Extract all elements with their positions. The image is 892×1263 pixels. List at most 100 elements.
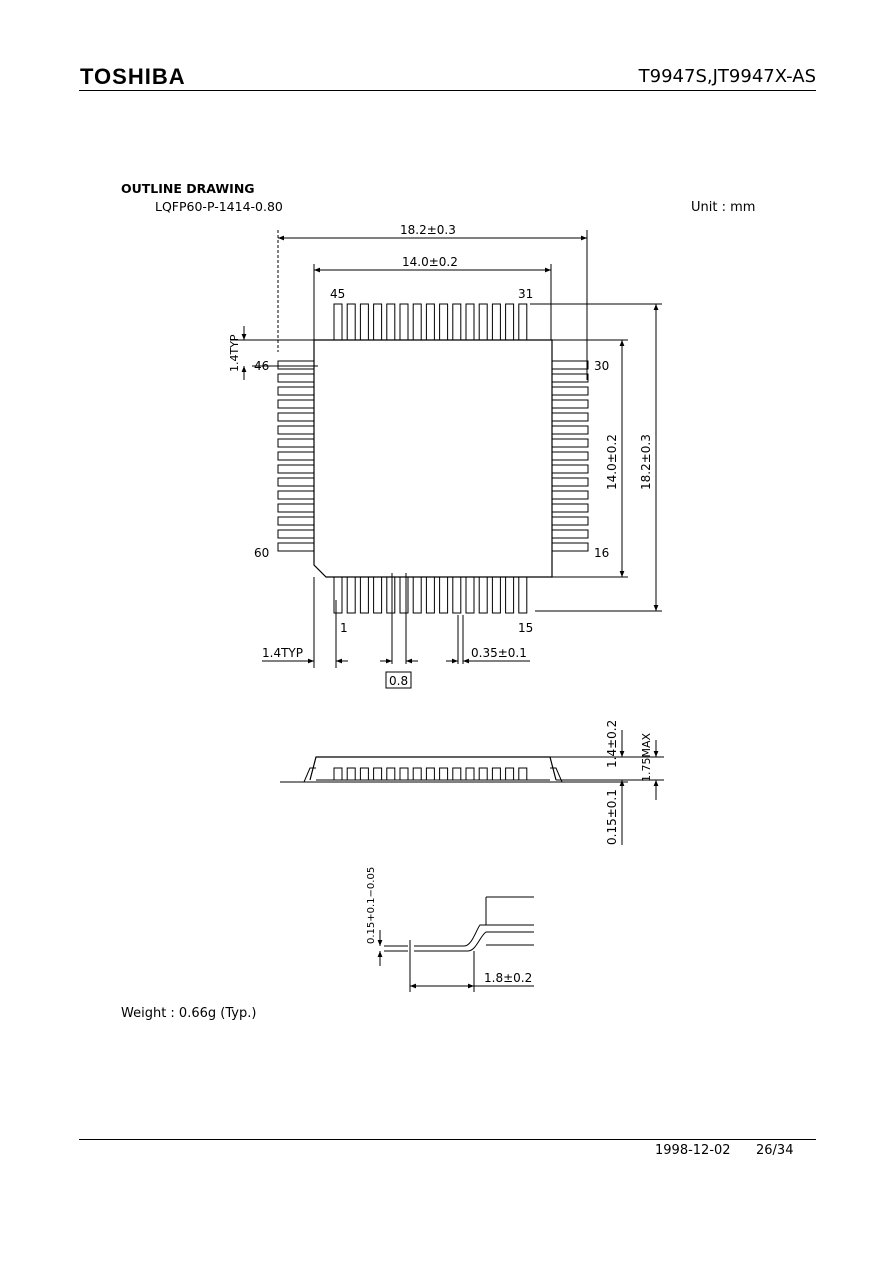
dim-lead-pitch-bottom: 1.4TYP	[262, 646, 303, 660]
lead	[505, 767, 515, 781]
lead	[551, 438, 589, 448]
lead	[439, 767, 449, 781]
lead	[439, 303, 449, 341]
lead	[412, 303, 422, 341]
footer-page: 26/34	[756, 1143, 794, 1158]
dim-lead-width: 0.35±0.1	[471, 646, 527, 660]
lead	[551, 386, 589, 396]
top-leads	[333, 303, 528, 341]
lead	[551, 490, 589, 500]
lead	[399, 767, 409, 781]
lead	[333, 576, 343, 614]
unit-label: Unit : mm	[691, 200, 756, 215]
lead	[518, 303, 528, 341]
lead	[505, 576, 515, 614]
side-leads	[333, 767, 528, 781]
dim-body-height: 14.0±0.2	[605, 434, 619, 490]
lead	[277, 490, 315, 500]
pin-45-label: 45	[330, 287, 345, 301]
lead	[491, 576, 501, 614]
footer-date: 1998-12-02	[655, 1143, 731, 1158]
right-leads	[551, 360, 589, 552]
lead	[452, 303, 462, 341]
lead	[478, 576, 488, 614]
lead	[518, 767, 528, 781]
lead	[346, 303, 356, 341]
pin-1-label: 1	[340, 621, 348, 635]
lead	[425, 767, 435, 781]
lead	[277, 425, 315, 435]
lead	[277, 477, 315, 487]
lead-detail	[377, 896, 534, 992]
lead	[277, 503, 315, 513]
dim-body-width: 14.0±0.2	[402, 255, 458, 269]
bottom-leads	[333, 576, 528, 614]
pin-30-label: 30	[594, 359, 609, 373]
header-rule	[79, 90, 816, 91]
lead	[551, 373, 589, 383]
package-body	[313, 339, 553, 578]
dim-lead-thickness: 0.15+0.1−0.05	[366, 867, 377, 944]
pitch-box	[385, 671, 412, 689]
lead	[465, 767, 475, 781]
lead	[359, 767, 369, 781]
lead	[412, 767, 422, 781]
lead	[491, 767, 501, 781]
lead	[439, 576, 449, 614]
lead	[277, 451, 315, 461]
lead	[277, 542, 315, 552]
section-title: OUTLINE DRAWING	[121, 181, 255, 196]
lead	[277, 529, 315, 539]
lead	[478, 767, 488, 781]
side-view	[280, 730, 664, 845]
lead	[277, 412, 315, 422]
lead	[551, 360, 589, 370]
lead	[518, 576, 528, 614]
lead	[465, 303, 475, 341]
lead	[277, 438, 315, 448]
lead	[399, 576, 409, 614]
lead	[425, 303, 435, 341]
lead	[551, 529, 589, 539]
dim-overall-width: 18.2±0.3	[400, 223, 456, 237]
lead	[277, 373, 315, 383]
lead	[346, 576, 356, 614]
pin-15-label: 15	[518, 621, 533, 635]
lead	[551, 464, 589, 474]
top-view	[230, 230, 662, 689]
lead	[551, 542, 589, 552]
lead	[551, 412, 589, 422]
lead	[399, 303, 409, 341]
lead	[277, 360, 315, 370]
lead	[386, 767, 396, 781]
dim-pitch: 0.8	[389, 674, 408, 688]
lead	[277, 516, 315, 526]
lead	[373, 303, 383, 341]
lead	[551, 516, 589, 526]
pin-46-label: 46	[254, 359, 269, 373]
lead	[386, 576, 396, 614]
lead	[359, 303, 369, 341]
lead	[346, 767, 356, 781]
pin-60-label: 60	[254, 546, 269, 560]
lead	[277, 386, 315, 396]
lead	[551, 451, 589, 461]
footer-rule	[79, 1139, 816, 1140]
lead	[277, 399, 315, 409]
lead	[452, 767, 462, 781]
part-number: T9947S,JT9947X-AS	[638, 66, 816, 87]
lead	[359, 576, 369, 614]
dim-overall-height: 18.2±0.3	[639, 434, 653, 490]
lead	[425, 576, 435, 614]
lead	[551, 425, 589, 435]
lead	[333, 303, 343, 341]
lead	[491, 303, 501, 341]
weight-note: Weight : 0.66g (Typ.)	[121, 1006, 257, 1021]
lead	[333, 767, 343, 781]
pin-16-label: 16	[594, 546, 609, 560]
dim-lead-pitch-side: 1.4TYP	[228, 334, 241, 372]
dim-lead-length: 1.8±0.2	[484, 971, 532, 985]
pin-31-label: 31	[518, 287, 533, 301]
dim-standoff: 0.15±0.1	[605, 789, 619, 845]
